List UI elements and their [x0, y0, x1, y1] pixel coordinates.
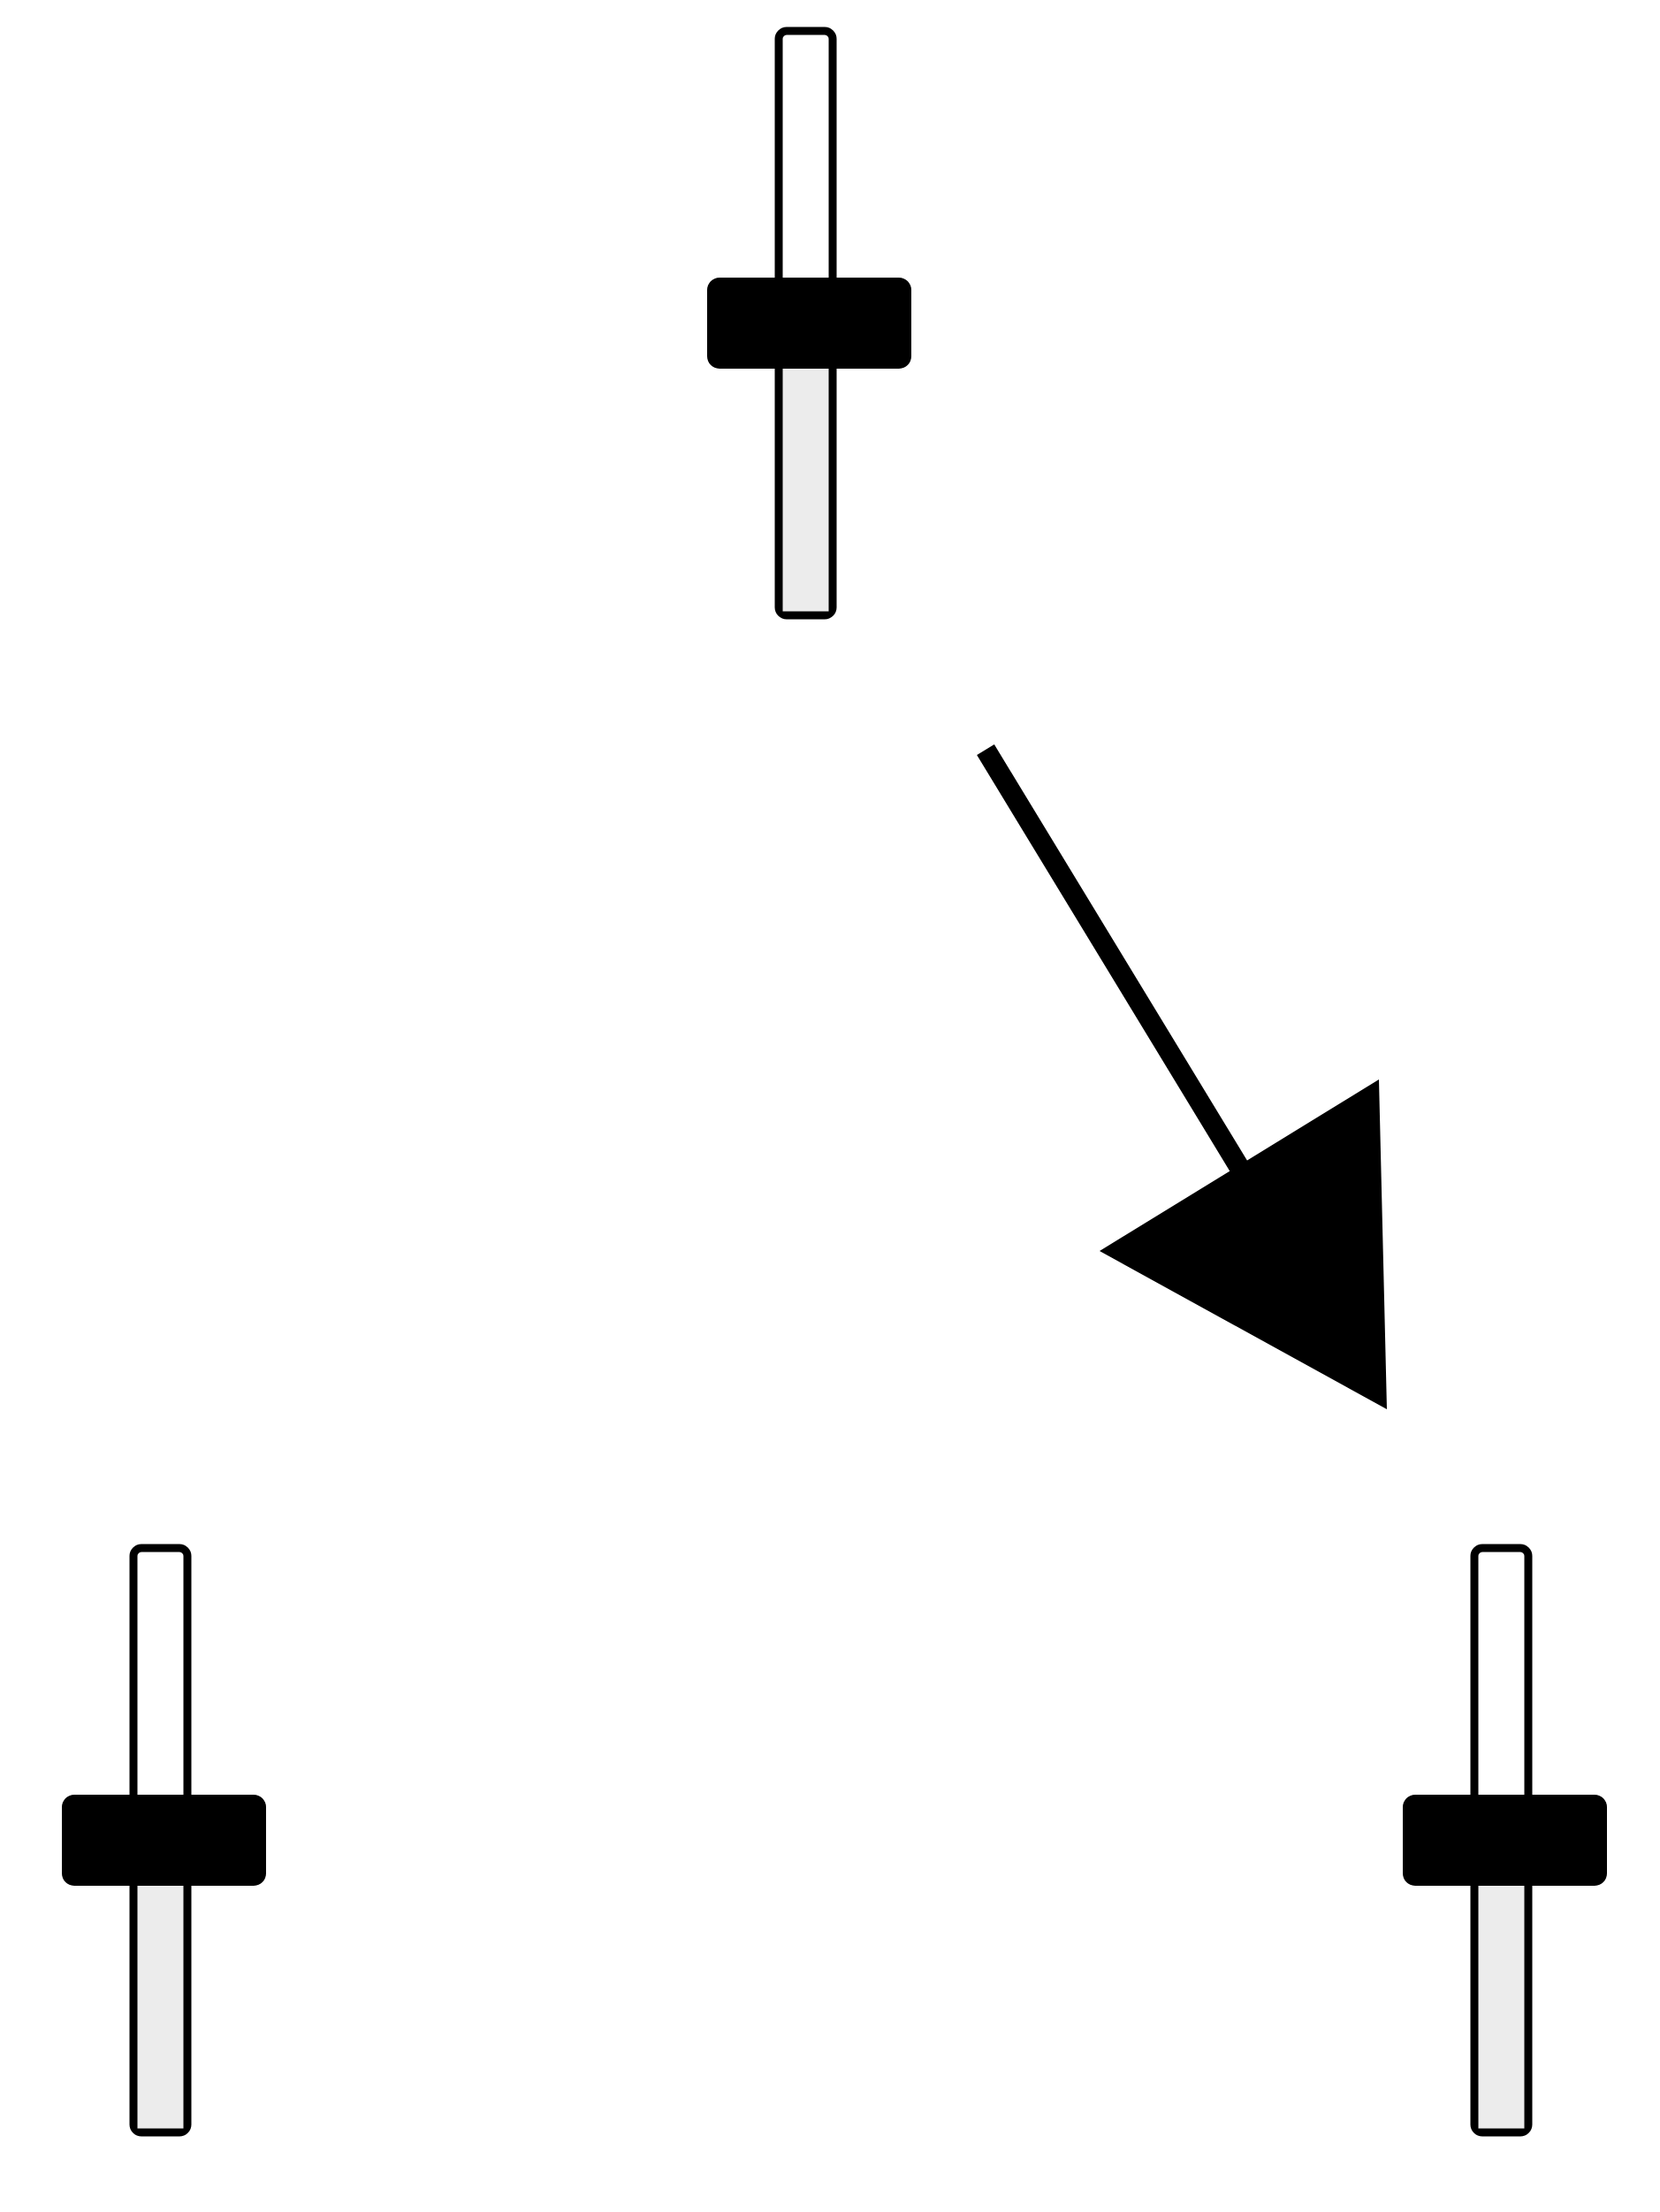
- slider-bottom-left[interactable]: [62, 1544, 266, 2137]
- slider-track-fill: [137, 1840, 184, 2129]
- arrow-head: [1100, 1079, 1387, 1409]
- slider-bottom-right[interactable]: [1403, 1544, 1607, 2137]
- slider-thumb[interactable]: [1403, 1795, 1607, 1886]
- arrow-down-right-icon: [977, 744, 1387, 1409]
- slider-thumb[interactable]: [62, 1795, 266, 1886]
- slider-track-fill: [782, 323, 829, 612]
- slider-track-fill: [1478, 1840, 1525, 2129]
- arrow-shaft: [977, 744, 1253, 1181]
- slider-top[interactable]: [707, 27, 911, 620]
- slider-thumb[interactable]: [707, 278, 911, 369]
